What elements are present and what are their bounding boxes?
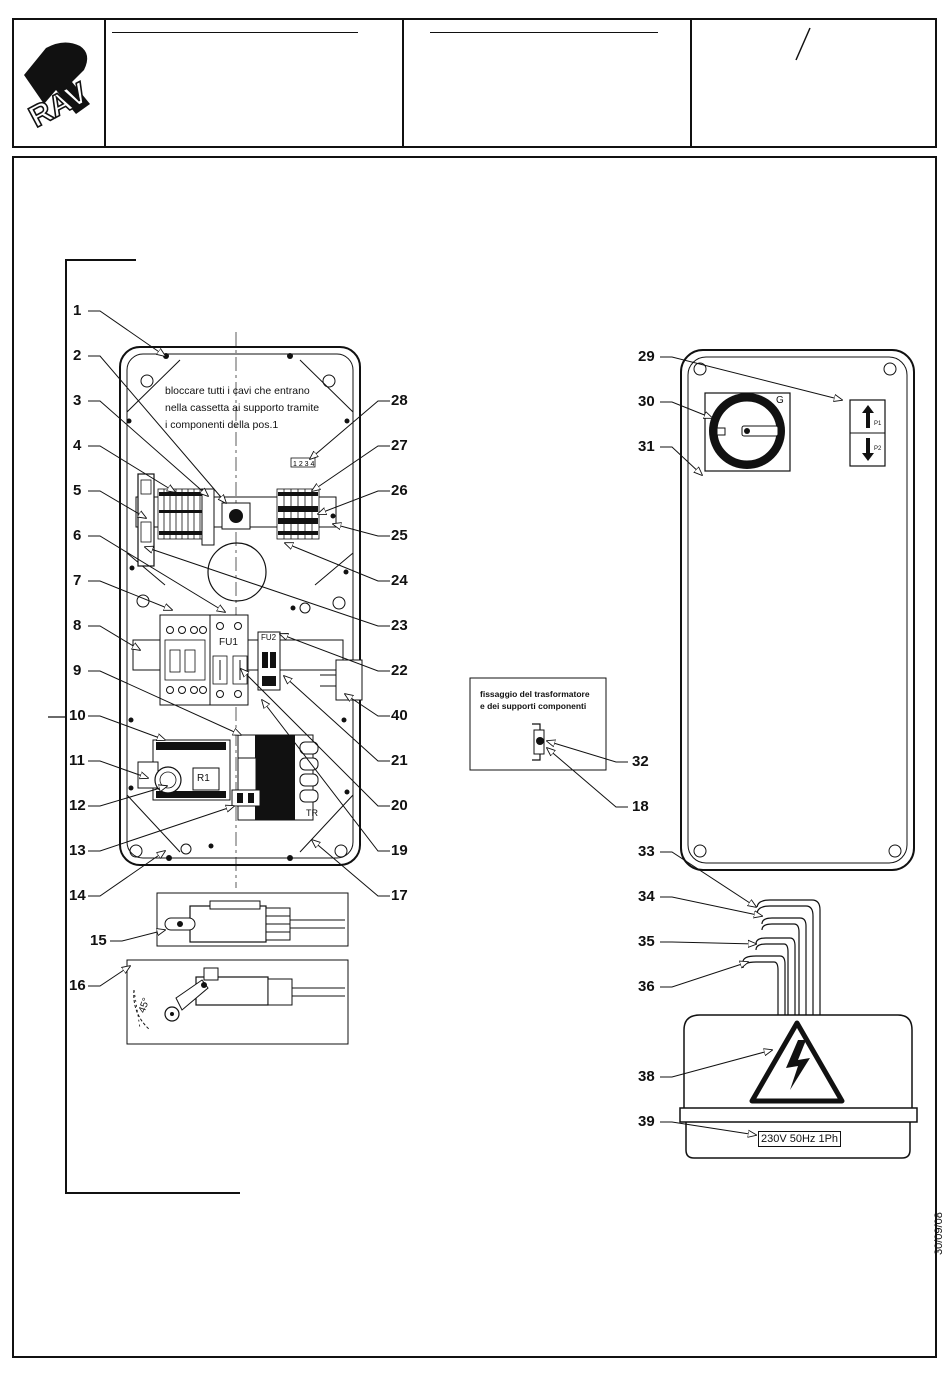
fixing-note-line1: fissaggio del trasformatore [480, 689, 590, 699]
callout-32: 32 [632, 753, 649, 770]
title-cell-2 [402, 20, 692, 146]
callout-4: 4 [73, 437, 82, 454]
fixing-detail [469, 677, 607, 771]
limit-switch-15 [156, 892, 349, 947]
group-bracket [65, 259, 240, 1194]
p2-label: P2 [874, 446, 882, 452]
callout-29: 29 [638, 348, 655, 365]
fixing-note-line2: e dei supporti componenti [480, 701, 587, 711]
r1-label: R1 [197, 773, 210, 784]
fu1-label: FU1 [219, 637, 238, 648]
callout-10: 10 [69, 707, 86, 724]
callout-5: 5 [73, 482, 82, 499]
callout-26: 26 [391, 482, 408, 499]
p1-label: P1 [874, 421, 882, 427]
limit-switch-16 [126, 959, 349, 1045]
date-code: 30/09/08 [933, 1212, 945, 1255]
callout-39: 39 [638, 1113, 655, 1130]
callout-38: 38 [638, 1068, 655, 1085]
callout-25: 25 [391, 527, 408, 544]
callout-15: 15 [90, 932, 107, 949]
left-enclosure: 1 2 3 4 [119, 346, 363, 866]
voltage-rating: 230V 50Hz 1Ph [758, 1131, 842, 1147]
fu2-label: FU2 [261, 633, 277, 642]
callout-40: 40 [391, 707, 408, 724]
callout-35: 35 [638, 933, 655, 950]
callout-36: 36 [638, 978, 655, 995]
callout-17: 17 [391, 887, 408, 904]
callout-23: 23 [391, 617, 408, 634]
svg-text:1 2 3 4: 1 2 3 4 [293, 461, 315, 468]
callout-30: 30 [638, 393, 655, 410]
title-cell-3 [690, 20, 937, 146]
tr-label: TR [306, 808, 318, 818]
callout-20: 20 [391, 797, 408, 814]
title-cell-1 [104, 20, 404, 146]
callout-7: 7 [73, 572, 82, 589]
callout-1: 1 [73, 302, 82, 319]
drawing-frame [12, 156, 937, 1358]
callout-12: 12 [69, 797, 86, 814]
callout-3: 3 [73, 392, 82, 409]
panel-note-line2: nella cassetta ai supporto tramite [165, 402, 320, 414]
callout-24: 24 [391, 572, 408, 589]
callout-21: 21 [391, 752, 408, 769]
callout-11: 11 [69, 752, 85, 769]
title-block: RAV [12, 18, 937, 148]
callout-14: 14 [69, 887, 86, 904]
callout-27: 27 [391, 437, 408, 454]
callout-2: 2 [73, 347, 82, 364]
callout-19: 19 [391, 842, 408, 859]
callout-28: 28 [391, 392, 408, 409]
callout-18: 18 [632, 798, 649, 815]
panel-note-line1: bloccare tutti i cavi che entrano [165, 385, 310, 397]
switch-g-label: G [776, 395, 784, 406]
logo: RAV [14, 20, 104, 146]
callout-33: 33 [638, 843, 655, 860]
callout-6: 6 [73, 527, 82, 544]
panel-note-line3: i componenti della pos.1 [165, 419, 279, 431]
callout-9: 9 [73, 662, 82, 679]
callout-22: 22 [391, 662, 408, 679]
right-enclosure [679, 349, 918, 1159]
callout-31: 31 [638, 438, 655, 455]
callout-8: 8 [73, 617, 82, 634]
callout-13: 13 [69, 842, 86, 859]
callout-16: 16 [69, 977, 86, 994]
callout-34: 34 [638, 888, 655, 905]
